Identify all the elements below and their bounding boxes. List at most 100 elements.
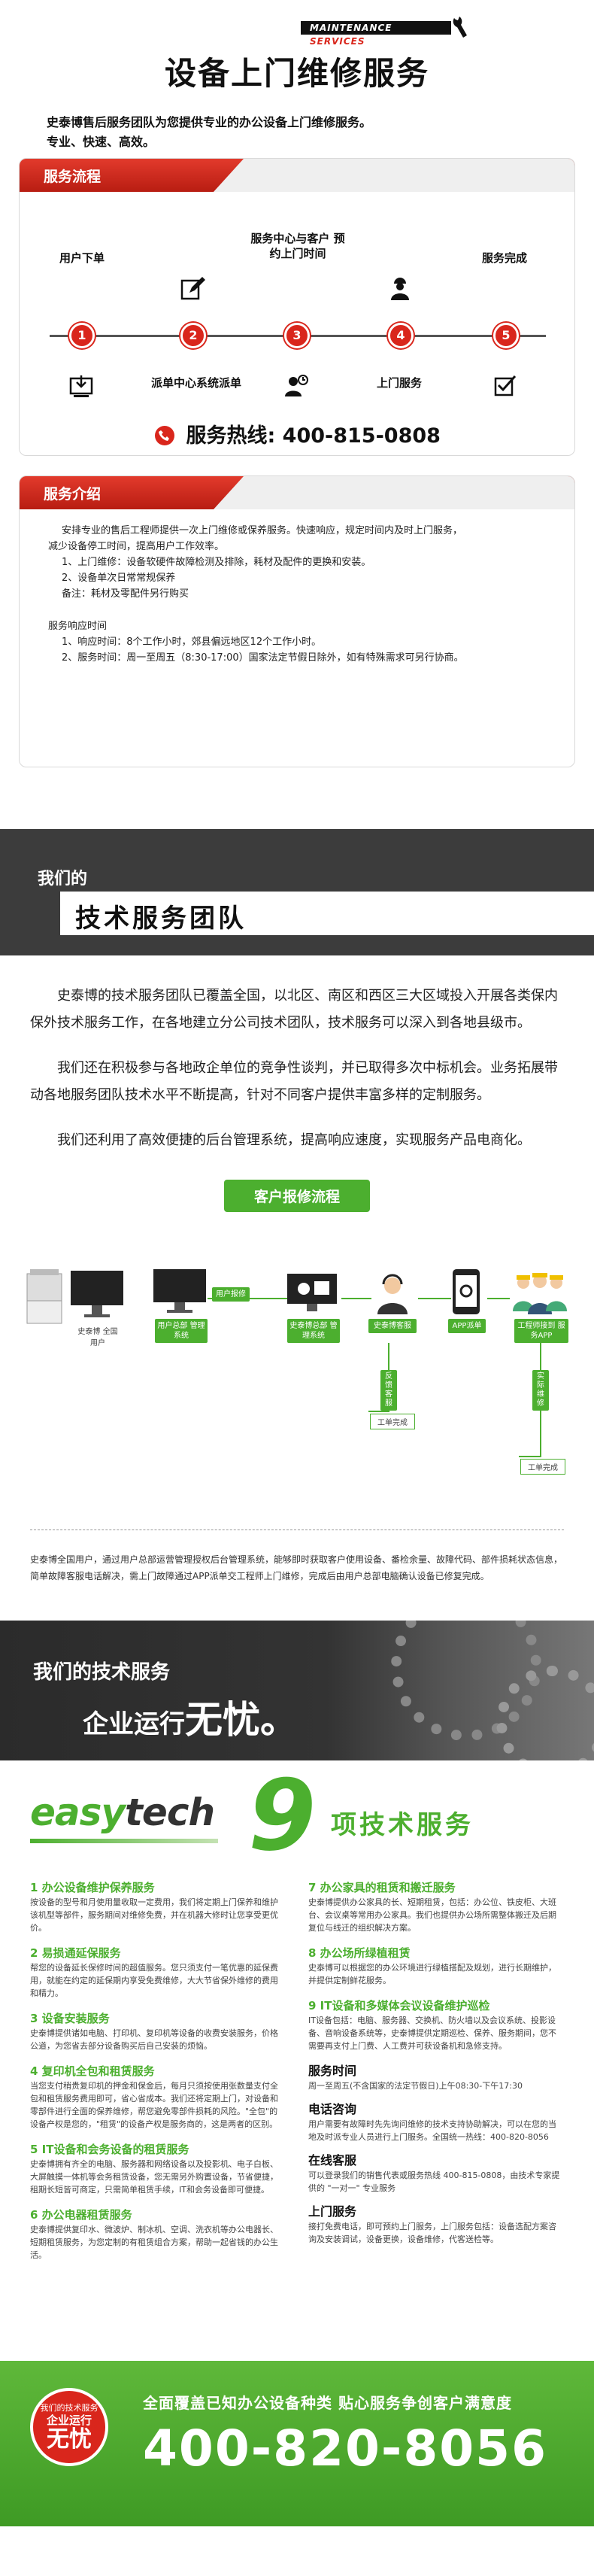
download-icon [69,375,93,397]
worry-free-badge: 我们的技术服务 企业运行 无忧 [30,2388,108,2466]
worker-icon [391,278,409,300]
step-4-dot: 4 [388,323,414,348]
intro-list-item: 2、设备单次日常常规保养 [62,573,176,584]
engineers-icon [513,1273,567,1314]
worry-free-line-1: 我们的技术服务 [33,1661,171,1684]
nine-services-title: 项技术服务 [331,1810,474,1840]
flow-box-engineer: 工程师接到 服务APP [514,1319,568,1343]
hero-description: 史泰博售后服务团队为您提供专业的办公设备上门维修服务。 专业、快速、高效。 [47,113,371,152]
tech-item: 8 办公场所绿植租赁史泰博可以根据您的办公环境进行绿植搭配及规划，进行长期维护，… [308,1946,556,1985]
user-monitor-icon [153,1269,206,1313]
tech-item: 4 复印机全包和租赁服务当您支付稍贵复印机的押金和保金后，每月只须按使用张数量支… [30,2064,278,2129]
hotline-number[interactable]: 400-815-0808 [282,424,441,448]
worry-free-banner: 我们的技术服务 企业运行无忧。 [0,1621,594,1760]
device-caption: 史泰博 全国用户 [77,1328,118,1347]
step-2-label: 派单中心系统派单 [150,376,241,390]
flow-box-feedback: 反馈 客服 [380,1370,397,1411]
flow-box-order-end: 工单完成 [520,1459,565,1475]
easytech-logo: easytech [30,1791,215,1834]
hero-desc-line-2: 专业、快速、高效。 [47,135,156,149]
service-info: 上门服务接打免费电话，即可预约上门服务，上门服务包括：设备选配方案咨询及安装调试… [308,2204,556,2244]
tech-services: 1 办公设备维护保养服务按设备的型号和月使用量收取一定费用，我们将定期上门保养和… [0,1879,594,2346]
footer-phone-number[interactable]: 400-820-8056 [143,2420,548,2477]
step-1-label: 用户下单 [59,251,105,265]
office-devices-icon [26,1269,123,1324]
step-5-dot: 5 [493,323,519,348]
tech-item: 3 设备安装服务史泰博提供诸如电脑、打印机、复印机等设备的收费安装服务，价格公道… [30,2012,278,2051]
response-time-item: 2、服务时间：周一至周五（8:30-17:00）国家法定节假日除外，如有特殊需求… [62,652,464,664]
footer-slogan: 全面覆盖已知办公设备种类 贴心服务争创客户满意度 [143,2394,512,2412]
header-notch [214,476,574,509]
step-4-label: 上门服务 [376,376,422,390]
step-1-dot: 1 [69,323,95,348]
panel-title: 服务介绍 [44,486,102,503]
repair-flow-title: 客户报修流程 [223,1180,370,1212]
service-info: 在线客服可以登录我们的销售代表或服务热线 400-815-0808，由技术专家提… [308,2153,560,2193]
phone-app-icon [453,1269,480,1314]
tag-word-services: SERVICES [310,36,365,47]
maintenance-tag: MAINTENANCE SERVICES [301,21,451,47]
flow-title-wrap: 客户报修流程 [0,1180,594,1212]
team-paragraph: 我们还利用了高效便捷的后台管理系统，提高响应速度，实现服务产品电商化。 [57,1132,531,1148]
flow-box-user-system: 用户总部 管理系统 [155,1319,208,1343]
panel-title: 服务流程 [44,169,102,185]
team-banner-small-title: 我们的 [38,870,88,889]
tag-word-maintenance: MAINTENANCE [310,23,392,33]
hero-desc-line-1: 史泰博售后服务团队为您提供专业的办公设备上门维修服务。 [47,115,372,129]
step-3-label: 服务中心与客户 预约上门时间 [250,232,345,260]
tech-services-right: 7 办公家具的租赁和搬迁服务史泰博提供办公家具的长、短期租赁，包括：办公位、铁皮… [308,1879,564,2255]
page-title: 设备上门维修服务 [164,55,429,92]
panel-header: 服务流程 [20,159,574,192]
header-notch [214,159,574,192]
team-paragraph: 史泰博的技术服务团队已覆盖全国，以北区、南区和西区三大区域投入开展各类保内保外技… [30,988,558,1031]
intro-paragraph: 安排专业的售后工程师提供一次上门维修或保养服务。快速响应，规定时间内及时上门服务… [62,525,463,536]
service-info: 电话咨询用户需要有故障时先先询问维修的技术支持协助解决，可以在您的当地及时派专业… [308,2102,556,2142]
flow-box-order-done: 工单完成 [370,1414,415,1429]
intro-list-item: 备注：耗材及零配件另行购买 [62,588,189,600]
repair-flow-diagram: 史泰博 全国用户 用户总部 管理系统 用户报修 史泰博总部 管理系统 史泰博客服… [0,1223,594,1523]
admin-monitor-icon [287,1274,337,1311]
response-time-title: 服务响应时间 [48,621,108,632]
flow-box-repair: 实际 维修 [532,1370,549,1411]
flow-note: 史泰博全国用户，通过用户总部运营管理授权后台管理系统，能够即时获取客户使用设备、… [30,1530,564,1584]
phone-icon [155,426,175,445]
tech-item: 6 办公电器租赁服务史泰博提供复印水、微波炉、制冰机、空调、洗衣机等办公电器长、… [30,2208,278,2260]
step-2-dot: 2 [180,323,206,348]
checkbox-icon [494,375,517,396]
intro-list-item: 1、上门维修：设备软硬件故障检测及排除，耗材及配件的更换和安装。 [62,557,371,568]
service-process-panel: 服务流程 用户下单 1 2 派单中心系统派单 服务中心与客户 预约上门时间 3 [19,158,575,456]
tech-item: 7 办公家具的租赁和搬迁服务史泰博提供办公家具的长、短期租赁，包括：办公位、铁皮… [308,1881,556,1933]
step-3-dot: 3 [284,323,310,348]
intro-body: 安排专业的售后工程师提供一次上门维修或保养服务。快速响应，规定时间内及时上门服务… [20,509,574,666]
process-timeline: 用户下单 1 2 派单中心系统派单 服务中心与客户 预约上门时间 3 [20,192,574,455]
footer-banner: 我们的技术服务 企业运行 无忧 全面覆盖已知办公设备种类 贴心服务争创客户满意度… [0,2361,594,2526]
flow-box-support: 史泰博客服 [368,1319,417,1333]
service-hotline: 服务热线: 400-815-0808 [20,419,574,448]
service-info: 服务时间周一至周五(不含国家的法定节假日)上午08:30-下午17:30 [308,2064,523,2091]
worry-free-line-2: 企业运行无忧。 [83,1698,298,1742]
flow-box-admin-system: 史泰博总部 管理系统 [287,1319,340,1343]
service-intro-panel: 服务介绍 安排专业的售后工程师提供一次上门维修或保养服务。快速响应，规定时间内及… [19,475,575,767]
team-description: 史泰博的技术服务团队已覆盖全国，以北区、南区和西区三大区域投入开展各类保内保外技… [0,955,594,1154]
wrench-icon [453,17,467,38]
tech-services-left: 1 办公设备维护保养服务按设备的型号和月使用量收取一定费用，我们将定期上门保养和… [30,1879,286,2272]
easytech-brand: easytech 9 项技术服务 [0,1760,594,1866]
edit-icon [180,277,205,300]
team-banner: 我们的 技术服务团队 [0,829,594,955]
team-paragraph: 我们还在积极参与各地政企单位的竞争性谈判，并已取得多次中标机会。业务拓展带动各地… [30,1060,558,1103]
nine-numeral: 9 [248,1758,317,1873]
tech-item: 5 IT设备和会务设备的租赁服务史泰博拥有齐全的电脑、服务器和网络设备以及投影机… [30,2143,278,2195]
intro-paragraph: 减少设备停工时间，提高用户工作效率。 [48,541,225,552]
support-agent-icon [377,1274,408,1314]
tech-item: 1 办公设备维护保养服务按设备的型号和月使用量收取一定费用，我们将定期上门保养和… [30,1881,278,1933]
response-time-item: 1、响应时间：8个工作小时，郊县偏远地区12个工作小时。 [62,636,322,648]
step-5-label: 服务完成 [481,251,527,265]
user-clock-icon [285,375,308,396]
tech-item: 2 易损通延保服务帮您的设备延长保修时间的超值服务。您只须支付一笔优惠的延保费用… [30,1946,278,1998]
team-banner-big-title: 技术服务团队 [75,904,247,934]
flow-box-app-dispatch: APP派单 [448,1319,486,1333]
panel-header: 服务介绍 [20,476,574,509]
flow-box-user-report: 用户报修 [212,1287,250,1302]
